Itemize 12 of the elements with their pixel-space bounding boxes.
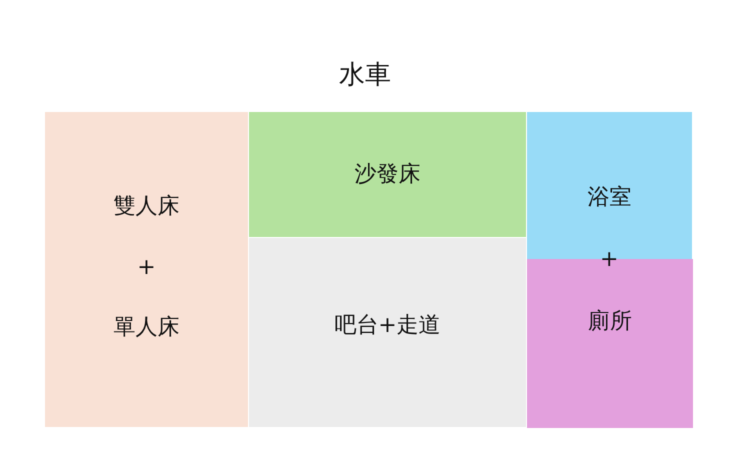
room-label: 單人床 <box>114 315 180 341</box>
room-area <box>249 238 526 427</box>
room-label: 廁所 <box>588 309 632 335</box>
room-area <box>45 112 248 427</box>
room-label: + <box>137 255 156 281</box>
room-label: 沙發床 <box>354 162 420 188</box>
room-label: 雙人床 <box>114 194 180 220</box>
diagram-title: 水車 <box>338 59 392 92</box>
plus-sign: + <box>600 247 618 273</box>
room-area <box>249 112 526 237</box>
room-label: 浴室 <box>588 185 632 211</box>
room-label: 吧台+走道 <box>334 313 441 339</box>
